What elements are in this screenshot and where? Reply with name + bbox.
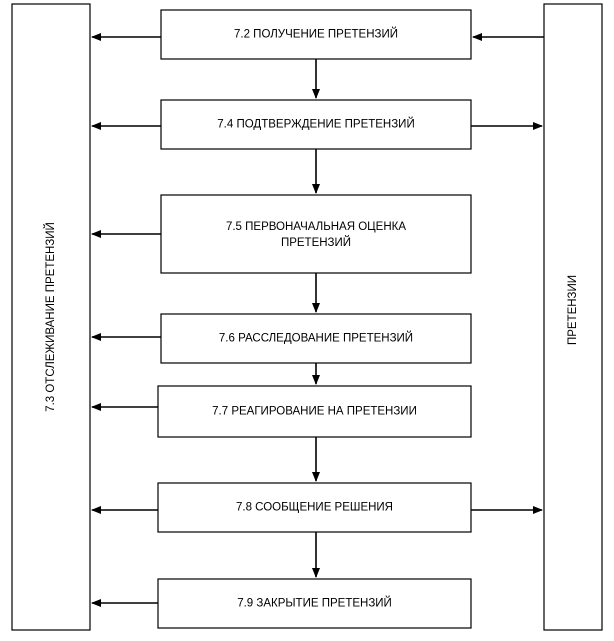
step-box-7-8: 7.8 СООБЩЕНИЕ РЕШЕНИЯ: [157, 482, 472, 533]
step-label-7-6: 7.6 РАССЛЕДОВАНИЕ ПРЕТЕНЗИЙ: [219, 332, 413, 345]
right-panel: ПРЕТЕНЗИИ: [543, 3, 603, 631]
step-label-7-8: 7.8 СООБЩЕНИЕ РЕШЕНИЯ: [236, 502, 393, 514]
step-box-7-7: 7.7 РЕАГИРОВАНИЕ НА ПРЕТЕНЗИИ: [157, 385, 472, 438]
step-box-7-6: 7.6 РАССЛЕДОВАНИЕ ПРЕТЕНЗИЙ: [160, 313, 472, 364]
step-label-7-4: 7.4 ПОДТВЕРЖДЕНИЕ ПРЕТЕНЗИЙ: [217, 118, 414, 131]
step-label-7-5-line-1: 7.5 ПЕРВОНАЧАЛЬНАЯ ОЦЕНКА: [226, 221, 406, 233]
step-label-7-9: 7.9 ЗАКРЫТИЕ ПРЕТЕНЗИЙ: [237, 597, 392, 610]
right-panel-box: [543, 3, 603, 631]
step-box-7-2: 7.2 ПОЛУЧЕНИЕ ПРЕТЕНЗИЙ: [160, 9, 472, 60]
left-panel-label: 7.3 ОТСЛЕЖИВАНИЕ ПРЕТЕНЗИЙ: [44, 222, 57, 412]
step-label-7-5-line-2: ПРЕТЕНЗИЙ: [281, 236, 351, 249]
step-label-7-7: 7.7 РЕАГИРОВАНИЕ НА ПРЕТЕНЗИИ: [212, 406, 417, 418]
right-panel-label: ПРЕТЕНЗИИ: [567, 275, 579, 345]
left-panel: 7.3 ОТСЛЕЖИВАНИЕ ПРЕТЕНЗИЙ: [11, 3, 91, 631]
left-panel-box: [11, 3, 91, 631]
step-box-7-5: 7.5 ПЕРВОНАЧАЛЬНАЯ ОЦЕНКА ПРЕТЕНЗИЙ: [160, 194, 472, 274]
step-box-7-9: 7.9 ЗАКРЫТИЕ ПРЕТЕНЗИЙ: [157, 578, 472, 629]
step-box-7-4: 7.4 ПОДТВЕРЖДЕНИЕ ПРЕТЕНЗИЙ: [160, 99, 472, 150]
step-label-7-2: 7.2 ПОЛУЧЕНИЕ ПРЕТЕНЗИЙ: [234, 28, 398, 41]
